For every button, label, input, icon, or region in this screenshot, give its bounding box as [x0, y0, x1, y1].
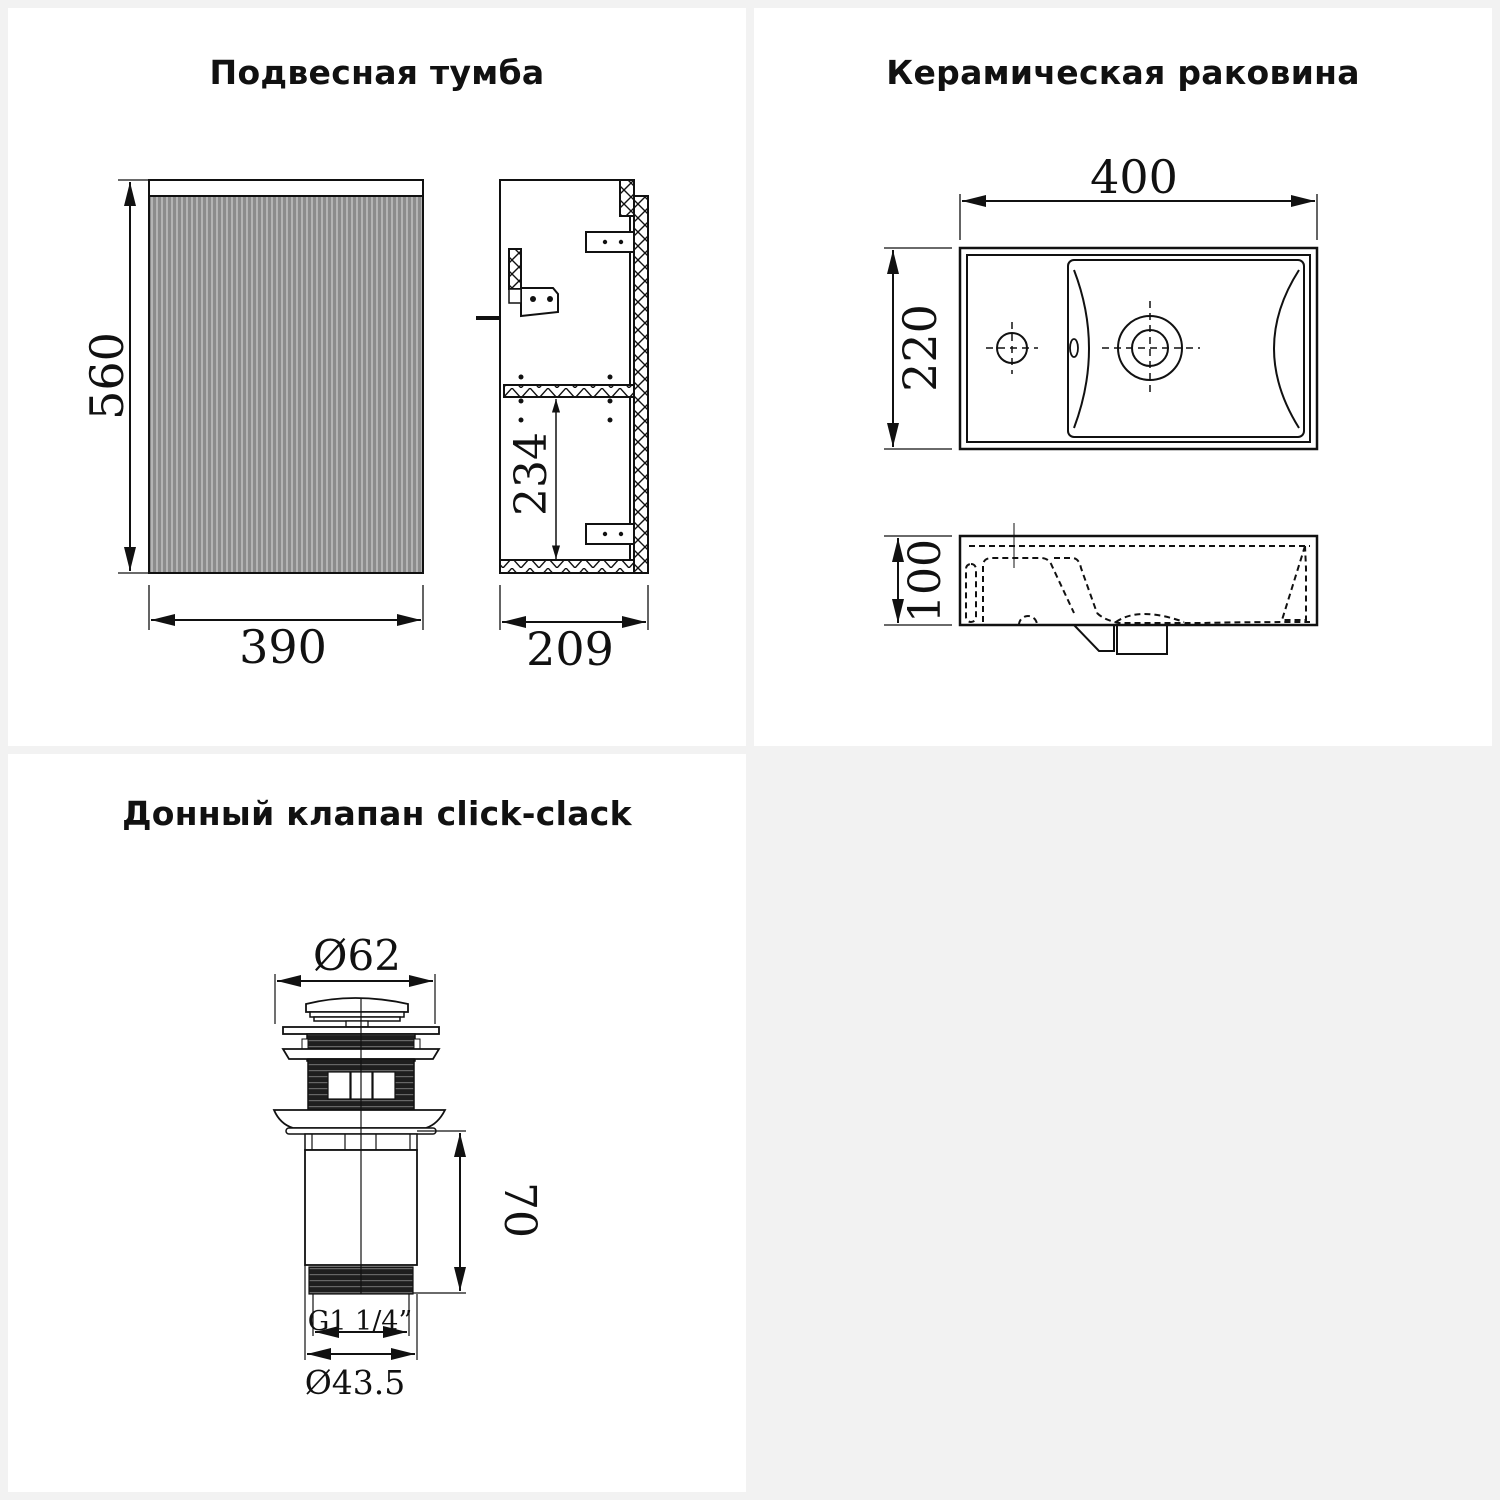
panel-title-sink: Керамическая раковина [886, 53, 1360, 92]
panel-drain: Донный клапан click-clack [8, 754, 746, 1492]
cabinet-side-view [476, 179, 649, 630]
panel-title-cabinet: Подвесная тумба [209, 53, 545, 92]
cabinet-depth-label: 209 [526, 622, 614, 676]
panel-empty [754, 754, 1492, 1492]
panel-cabinet: Подвесная тумба [8, 8, 746, 746]
cabinet-drawing: 560 390 [80, 179, 649, 676]
drain-outlet-diameter-label: Ø43.5 [305, 1363, 406, 1402]
drain-cap-diameter-label: Ø62 [313, 931, 401, 980]
cabinet-width-label: 390 [239, 620, 327, 674]
sink-width-label: 400 [1090, 150, 1178, 204]
drain-thread-label: G1 1/4” [308, 1306, 413, 1337]
panel-title-drain: Донный клапан click-clack [122, 794, 632, 833]
cabinet-front-view [118, 179, 424, 630]
sink-drawing: 400 220 100 [884, 150, 1319, 655]
cabinet-height-label: 560 [80, 332, 134, 420]
cabinet-shelf-height-label: 234 [506, 432, 557, 516]
sink-top-view [884, 194, 1319, 451]
drain-length-label: 70 [494, 1182, 545, 1238]
panel-sink: Керамическая раковина [754, 8, 1492, 746]
drain-front-view [272, 974, 466, 1360]
sink-depth-label: 220 [893, 304, 947, 392]
sink-height-label: 100 [900, 539, 951, 623]
drain-drawing: Ø62 70 G1 1/4” Ø43.5 [272, 931, 545, 1402]
sink-side-view [884, 523, 1319, 655]
